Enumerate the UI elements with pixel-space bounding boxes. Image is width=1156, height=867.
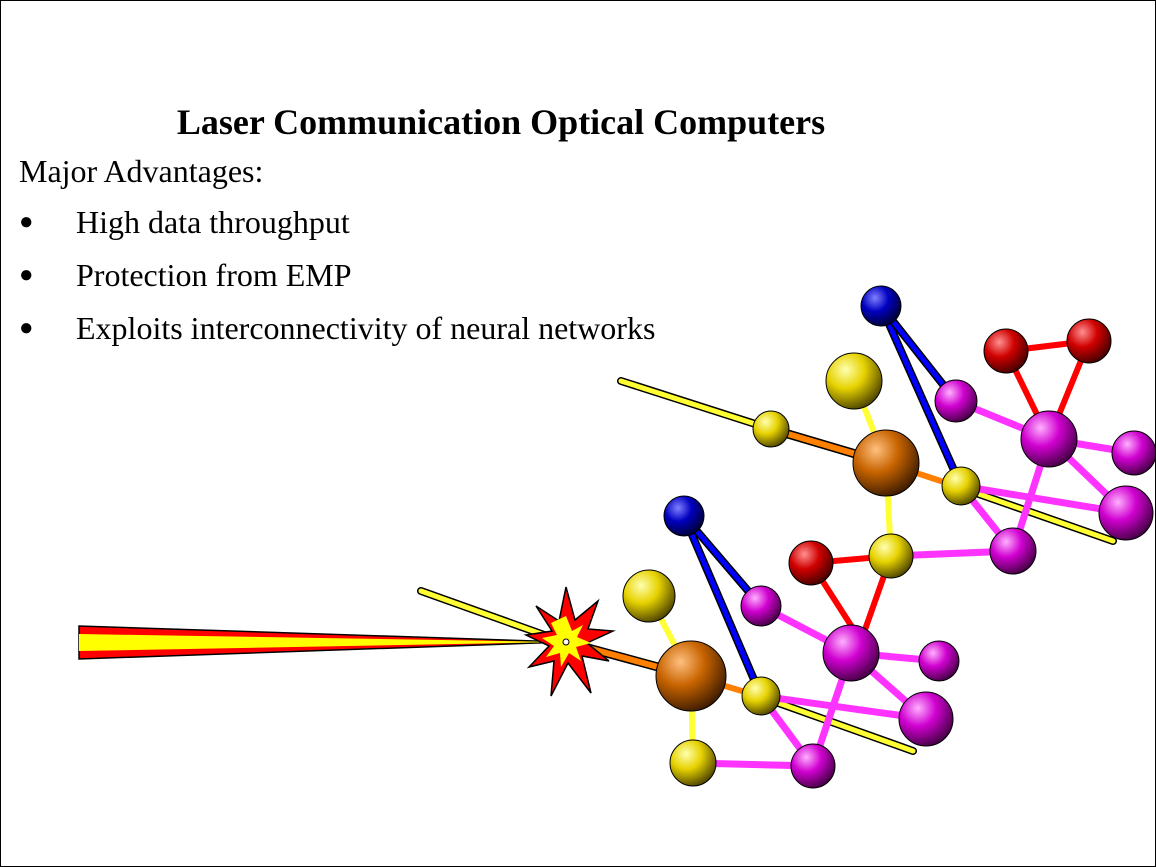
slide-title: Laser Communication Optical Computers	[176, 102, 826, 142]
starburst-icon	[523, 586, 616, 697]
bullet-dot-icon: ●	[19, 262, 34, 288]
bullet-text: Exploits interconnectivity of neural net…	[76, 310, 656, 346]
bullet-item: ● Exploits interconnectivity of neural ne…	[19, 307, 655, 360]
lower-molecule-atoms	[622, 495, 960, 789]
upper-molecule-atoms	[752, 285, 1155, 586]
bullet-item: ● Protection from EMP	[19, 254, 655, 307]
bullet-dot-icon: ●	[19, 315, 34, 341]
bullet-item: ● High data throughput	[19, 201, 655, 254]
bullet-text: Protection from EMP	[76, 257, 352, 293]
laser-beam	[78, 625, 567, 660]
bullet-text: High data throughput	[76, 204, 350, 240]
slide-subtitle: Major Advantages:	[19, 153, 264, 189]
bullet-dot-icon: ●	[19, 209, 34, 235]
bullet-list: ● High data throughput ● Protection from E…	[19, 201, 655, 360]
